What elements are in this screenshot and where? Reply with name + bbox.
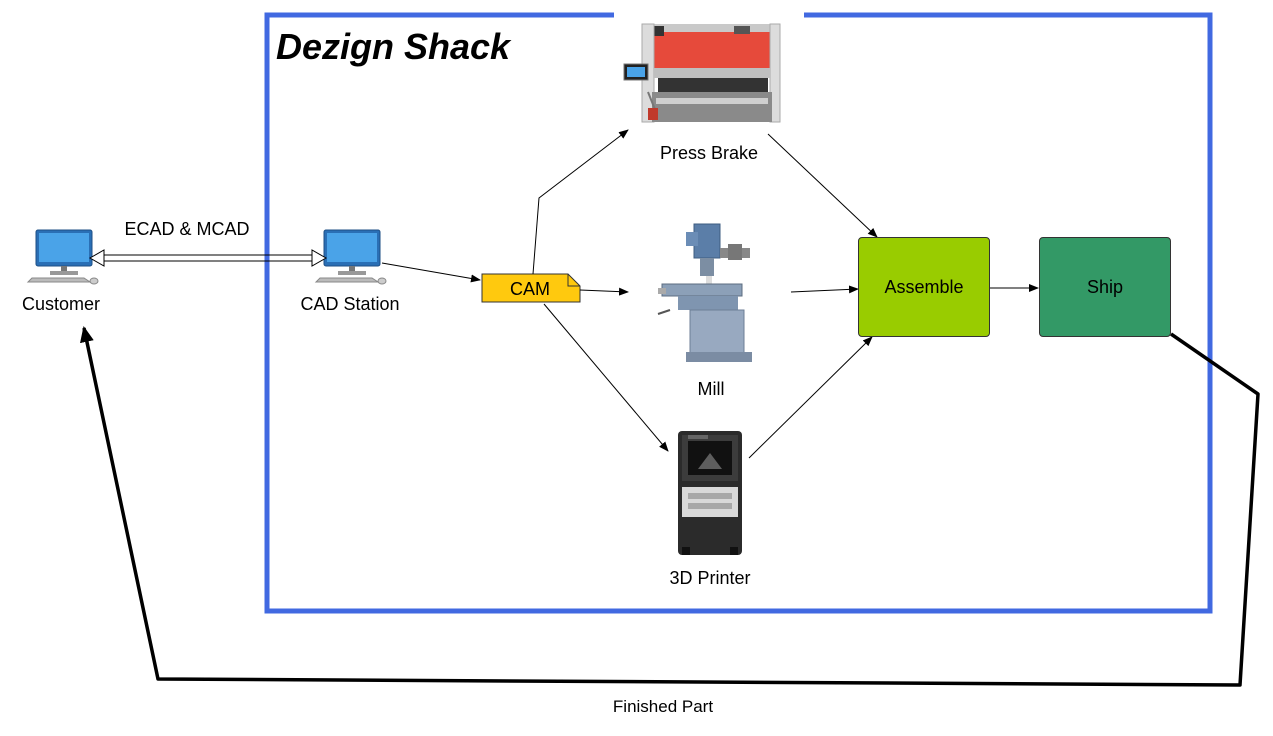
frame-gap xyxy=(614,10,804,20)
cam-document xyxy=(481,273,581,303)
ship-label: Ship xyxy=(1086,276,1124,297)
mill-icon xyxy=(657,223,752,362)
ecad-mcad-connector xyxy=(88,249,328,267)
mill-to-assemble-arrow xyxy=(790,285,859,294)
cam-to-press-brake-arrow xyxy=(532,129,629,275)
cad-to-cam-arrow xyxy=(381,262,481,283)
press-brake-icon xyxy=(623,23,781,123)
cam-label: CAM xyxy=(510,279,550,299)
assemble-box: Assemble xyxy=(858,237,990,337)
cad-station-label: CAD Station xyxy=(300,294,400,314)
cam-to-mill-arrow xyxy=(579,287,629,296)
cam-to-printer-arrow xyxy=(543,303,669,452)
finished-part-arrow xyxy=(80,326,1260,687)
3d-printer-label: 3D Printer xyxy=(669,568,751,588)
ecad-mcad-label: ECAD & MCAD xyxy=(124,219,250,239)
customer-label: Customer xyxy=(21,294,101,314)
ship-box: Ship xyxy=(1039,237,1171,337)
3d-printer-icon xyxy=(678,431,742,555)
computer-icon xyxy=(26,229,99,285)
assemble-label: Assemble xyxy=(884,276,964,297)
finished-part-label: Finished Part xyxy=(612,697,714,716)
printer-to-assemble-arrow xyxy=(748,336,873,459)
press-brake-label: Press Brake xyxy=(659,143,759,163)
press-brake-to-assemble-arrow xyxy=(767,133,878,238)
computer-icon xyxy=(314,229,387,285)
diagram-title: Dezign Shack xyxy=(276,26,511,67)
mill-label: Mill xyxy=(697,379,725,399)
